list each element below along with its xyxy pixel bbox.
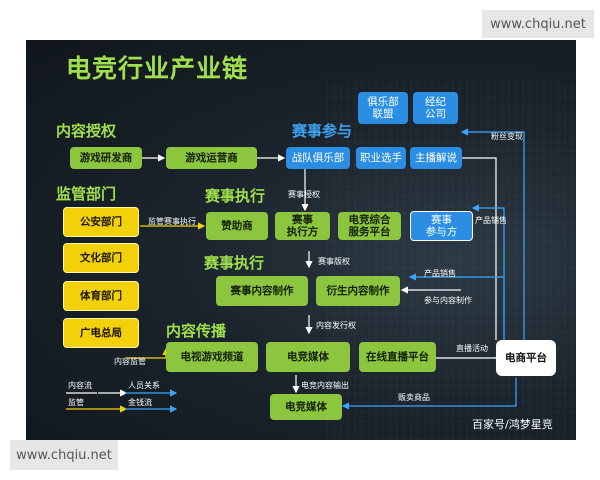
arrow-layer: [66, 128, 525, 413]
node-pro-player: 职业选手: [356, 147, 406, 169]
node-ecommerce: 电商平台: [496, 340, 556, 376]
section-distribution: 内容传播: [166, 322, 227, 340]
arrow-merchandise: [341, 378, 517, 410]
label-content-output: 电竞内容输出: [301, 381, 349, 390]
label-product-sales-1: 产品销售: [475, 216, 507, 225]
node-game-ops: 游戏运营商: [166, 147, 257, 169]
top-watermark-text: www.chqiu.net: [490, 16, 586, 32]
label-live-activity: 直播活动: [456, 344, 488, 353]
label-event-copyright: 赛事版权: [318, 257, 350, 266]
credit-watermark: 百家号/鸿梦星竞: [472, 418, 553, 431]
arrow-fan-monetize: [460, 128, 525, 350]
label-content-regulation: 内容监管: [114, 357, 146, 366]
section-regulator: 监管部门: [56, 185, 117, 203]
node-agency: 经纪 公司: [413, 92, 458, 124]
legend-money-flow: 金钱流: [128, 398, 152, 407]
bottom-watermark-banner: www.chqiu.net: [10, 440, 118, 470]
node-police: 公安部门: [63, 207, 139, 237]
label-regulate-exec: 监管赛事执行: [148, 217, 196, 226]
legend-content-flow: 内容流: [68, 381, 92, 390]
node-esports-media-2: 电竞媒体: [270, 394, 342, 420]
label-fan-monetize: 粉丝变现: [491, 132, 523, 141]
section-licensing: 内容授权: [56, 122, 117, 140]
legend-regulation: 监管: [68, 398, 84, 407]
node-content-production: 赛事内容制作: [216, 276, 308, 306]
label-event-license: 赛事授权: [288, 190, 320, 199]
label-product-sales-2: 产品销售: [424, 269, 456, 278]
node-game-dev: 游戏研发商: [70, 147, 142, 169]
section-participation: 赛事参与: [292, 122, 353, 140]
arrow-product-sales-1: [471, 204, 505, 350]
node-broadcast: 广电总局: [63, 318, 139, 348]
crowd-background: [326, 80, 576, 440]
top-watermark-banner: www.chqiu.net: [482, 10, 594, 38]
node-caster: 主播解说: [410, 147, 462, 169]
label-distribution-right: 内容发行权: [316, 321, 356, 330]
node-sponsor: 赞助商: [206, 212, 268, 240]
node-esports-platform: 电竞综合 服务平台: [338, 212, 401, 240]
arrow-product-sales-2: [408, 273, 505, 350]
industry-chain-panel: 电竞行业产业链 内容授权 监管部门 赛事参与 赛事执行 赛事执行 内容传播 游戏…: [26, 40, 576, 440]
node-live-platform: 在线直播平台: [359, 342, 436, 372]
label-merchandise: 贩卖商品: [398, 393, 430, 402]
node-culture: 文化部门: [63, 243, 139, 273]
node-participants: 赛事 参与方: [410, 211, 473, 241]
node-esports-media-1: 电竞媒体: [266, 342, 350, 372]
section-execution-1: 赛事执行: [205, 187, 266, 205]
label-content-participate: 参与内容制作: [424, 296, 472, 305]
node-tv-channel: 电视游戏频道: [166, 342, 258, 372]
chart-title: 电竞行业产业链: [66, 54, 249, 83]
node-team-club: 战队俱乐部: [286, 147, 350, 169]
node-derived-production: 衍生内容制作: [316, 276, 400, 306]
section-execution-2: 赛事执行: [204, 254, 265, 272]
node-event-exec: 赛事 执行方: [275, 212, 330, 240]
node-club-alliance: 俱乐部 联盟: [358, 92, 408, 124]
arrow-caster-right: [462, 157, 497, 340]
bottom-watermark-text: www.chqiu.net: [16, 447, 112, 463]
node-sports: 体育部门: [63, 281, 139, 311]
legend-personnel: 人员关系: [128, 381, 160, 390]
